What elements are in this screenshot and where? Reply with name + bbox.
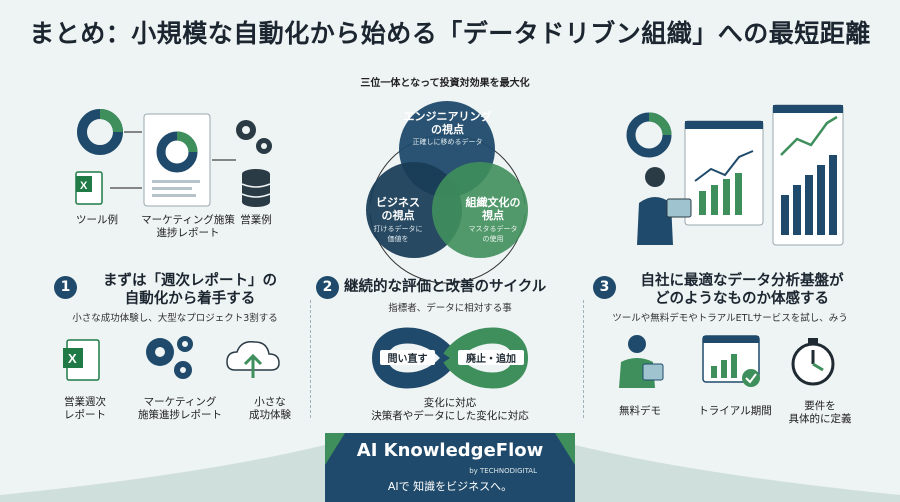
excel-icon: X — [63, 339, 100, 381]
svg-text:X: X — [80, 180, 88, 192]
section1-item-1: 営業週次 レポート — [64, 396, 106, 421]
marketing-report-label: マーケティング施策 進捗レポート — [141, 214, 235, 239]
section3-item-1: 無料デモ — [619, 405, 661, 417]
svg-text:X: X — [68, 351, 77, 366]
page-title: まとめ：小規模な自動化から始める「データドリブン組織」への最短距離 — [29, 19, 871, 48]
section3-number: 3 — [593, 276, 616, 299]
gear-icon — [236, 120, 272, 154]
report-document-icon — [143, 113, 211, 207]
divider — [310, 300, 311, 418]
venn-engineering-title: エンジニアリング の視点 — [403, 110, 492, 136]
person-tablet-icon — [619, 335, 664, 388]
footer-band — [0, 433, 900, 502]
footer-by: by TECHNODIGITAL — [469, 467, 537, 475]
section1-heading: まずは「週次レポート」の 自動化から着手する — [103, 273, 277, 307]
venn-culture-sub: マスタるデータ の使用 — [468, 225, 518, 243]
venn-engineering-sub: 正確しに移めるデータ — [412, 138, 483, 146]
section1-item-3: 小さな 成功体験 — [249, 396, 291, 421]
section2-number: 2 — [316, 276, 339, 299]
venn-header: 三位一体となって投資対効果を最大化 — [360, 78, 530, 89]
loop-left-label: 問い直す — [380, 350, 435, 365]
donut-chart-icon — [77, 109, 123, 155]
section3-heading: 自社に最適なデータ分析基盤が どのようなものか体感する — [640, 273, 844, 307]
venn-diagram — [366, 101, 528, 284]
sales-example-label: 営業例 — [240, 214, 272, 226]
section3-icons — [619, 335, 835, 388]
venn-business-sub: 打けるデータに 価値を — [373, 225, 423, 243]
section1-sub: 小さな成功体験し、大型なプロジェクト3割する — [72, 313, 278, 324]
section1-icons: X — [63, 336, 280, 381]
footer-tagline: AIで 知識をビジネスへ。 — [387, 480, 513, 493]
loop-right-label: 廃止・追加 — [458, 350, 524, 365]
gear-icon — [146, 336, 193, 379]
section3-item-3: 要件を 具体的に定義 — [788, 400, 852, 425]
section3-sub: ツールや無料デモやトラアルETLサービスを試し、みう — [612, 313, 848, 324]
culture-circle — [432, 162, 528, 258]
stopwatch-icon — [791, 338, 835, 386]
footer-brand: AI KnowledgeFlow — [356, 440, 544, 461]
trial-chart-icon — [702, 335, 760, 387]
section2-heading: 継続的な評価と改善のサイクル — [344, 279, 547, 295]
section1-number: 1 — [54, 276, 77, 299]
tools-illustration: X — [75, 109, 272, 207]
section3-item-2: トライアル期間 — [698, 405, 772, 417]
analyst-illustration — [626, 104, 844, 246]
person-icon — [637, 167, 692, 245]
business-circle — [366, 162, 462, 258]
section2-caption: 変化に対応 決策者やデータにした変化に対応 — [371, 397, 529, 422]
venn-culture-title: 組織文化の 視点 — [465, 196, 521, 222]
section1-item-2: マーケティング 施策進捗レポート — [138, 396, 222, 421]
venn-business-title: ビジネス の視点 — [376, 196, 420, 222]
divider — [583, 300, 584, 418]
cloud-upload-icon — [226, 340, 280, 378]
excel-icon: X — [75, 171, 103, 205]
database-icon — [241, 169, 271, 207]
tool-example-label: ツール例 — [76, 214, 118, 226]
section2-sub: 指標者、データに相対する事 — [388, 303, 512, 314]
